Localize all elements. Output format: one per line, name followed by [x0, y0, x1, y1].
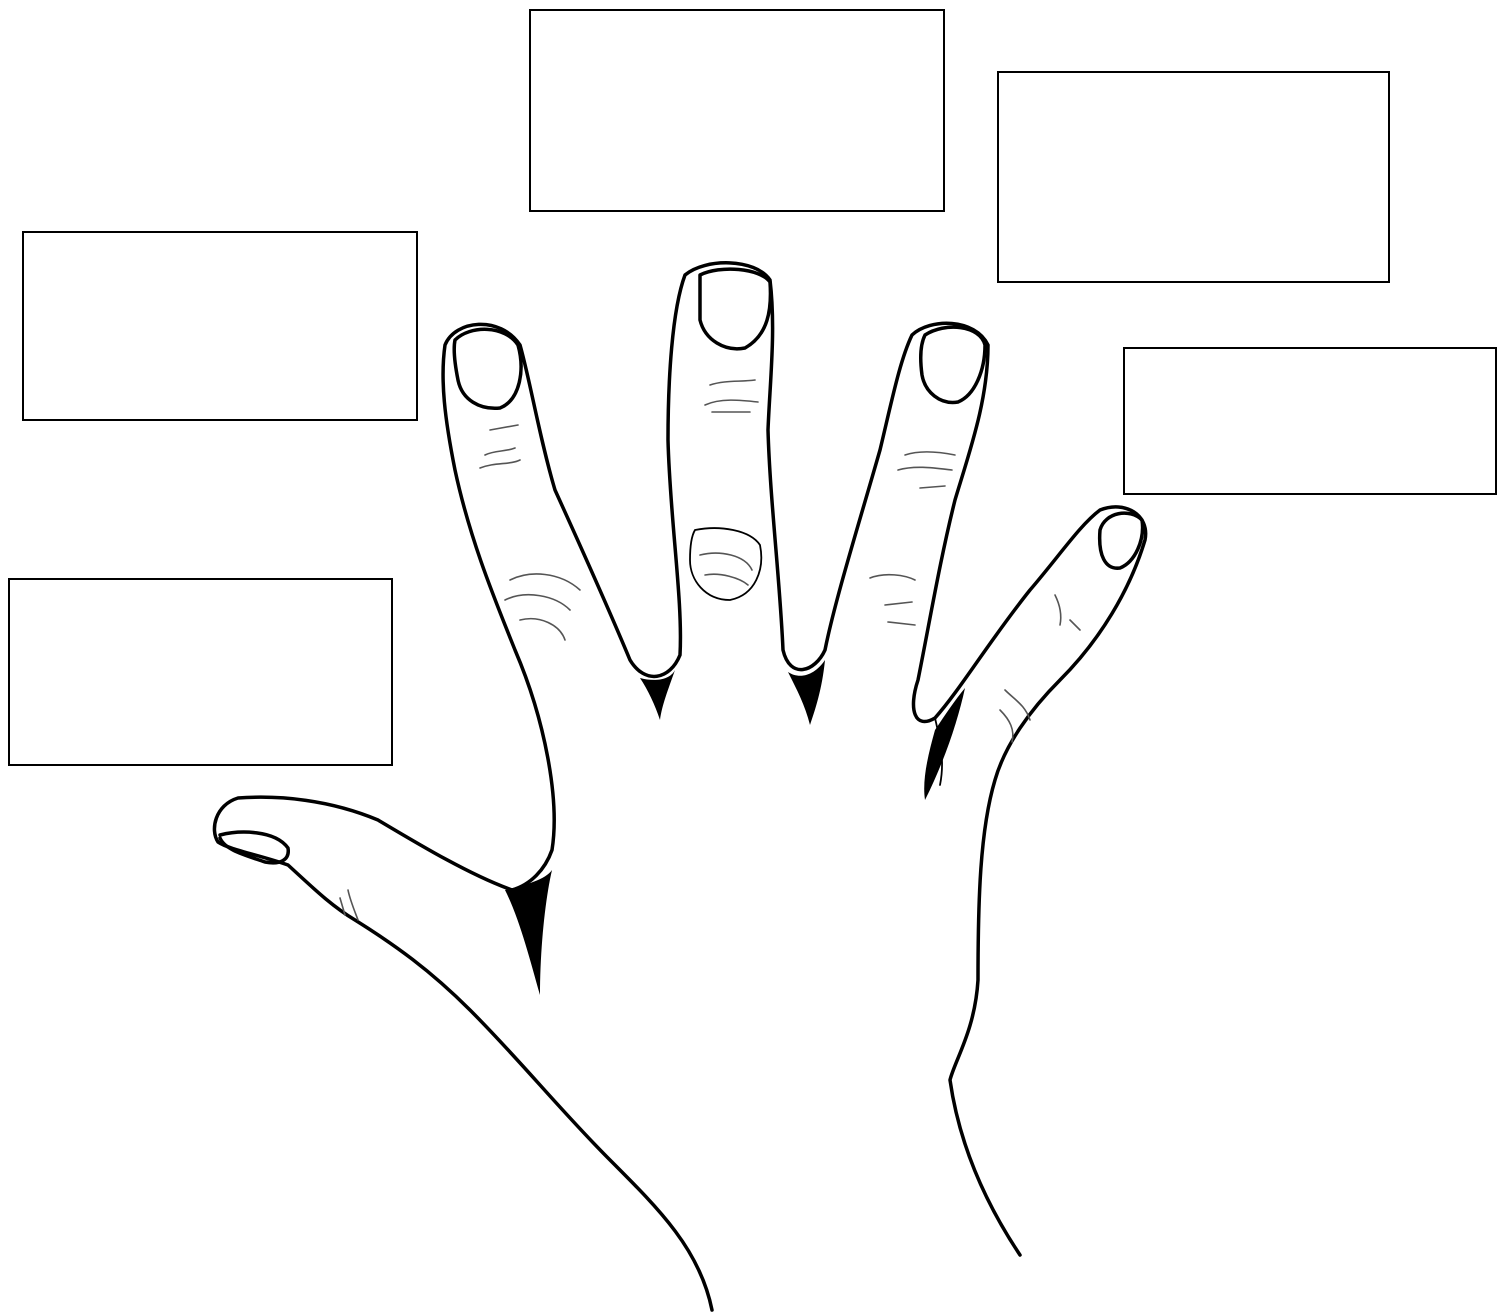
ring-nail: [921, 327, 985, 402]
index-nail: [454, 329, 521, 408]
label-box-ring[interactable]: [997, 71, 1390, 283]
middle-nail: [700, 269, 770, 349]
label-box-pinky[interactable]: [1123, 347, 1497, 495]
pinky-nail: [1100, 513, 1143, 568]
label-box-index[interactable]: [22, 231, 418, 421]
label-box-middle[interactable]: [529, 9, 945, 212]
label-box-thumb[interactable]: [8, 578, 393, 766]
web-shadow-thumb-index: [505, 870, 552, 995]
thumb-nail: [220, 832, 288, 863]
